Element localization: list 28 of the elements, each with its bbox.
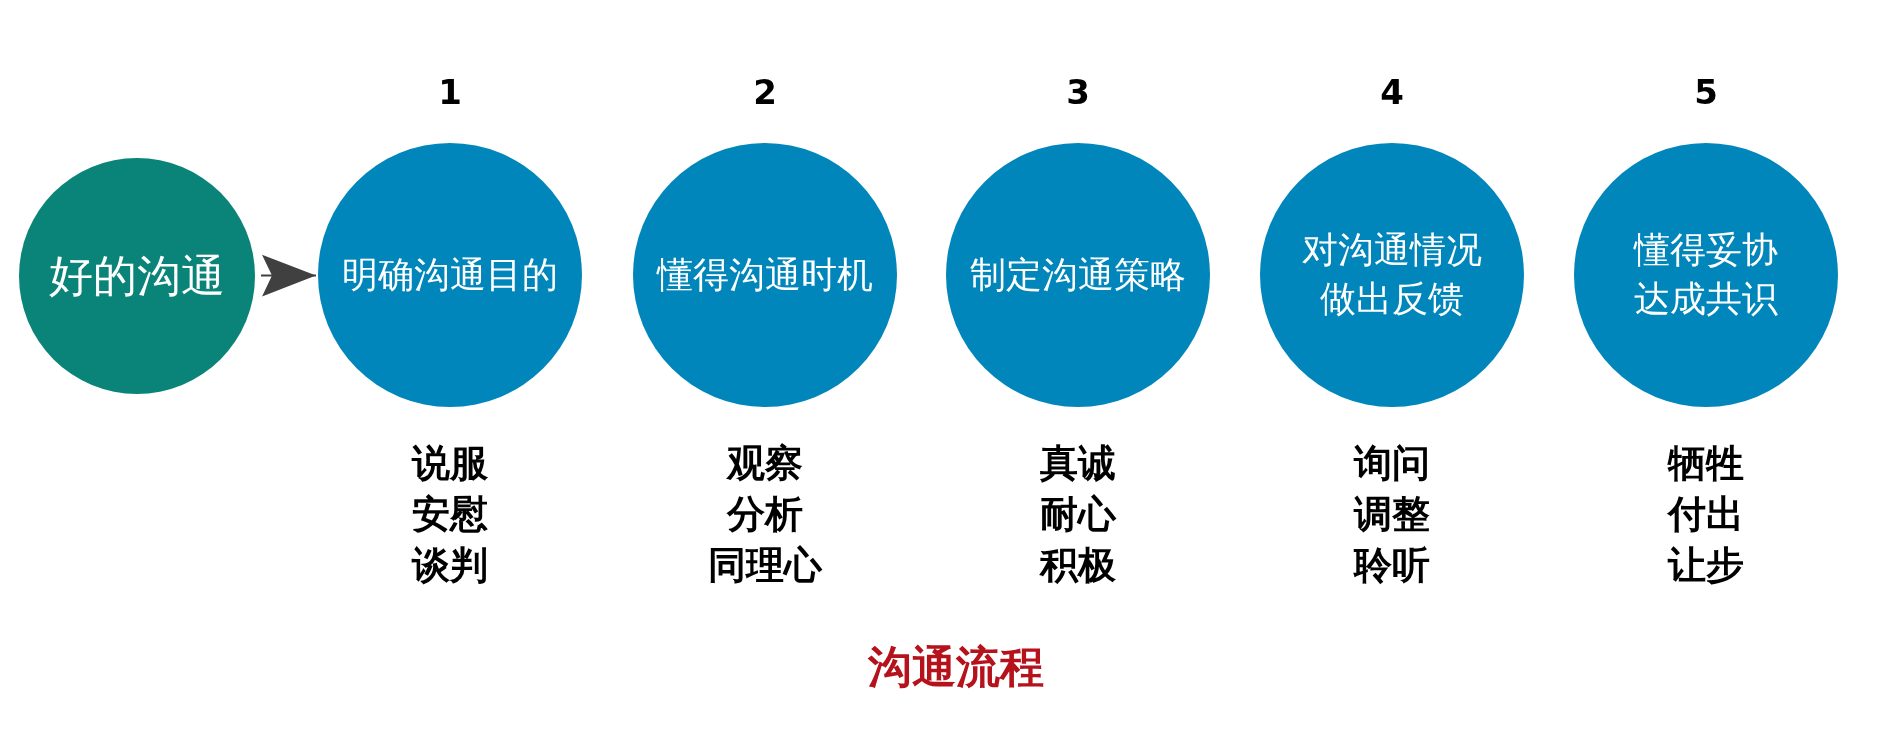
keyword-text: 说服 (412, 444, 488, 482)
step-number: 2 (753, 75, 777, 109)
step-label: 懂得妥协达成共识 (1632, 228, 1779, 321)
step-label: 明确沟通目的 (342, 252, 558, 297)
keyword-text: 观察 (727, 444, 803, 482)
keyword-text: 真诚 (1040, 444, 1116, 482)
step-label: 好的沟通 (49, 249, 225, 304)
keyword-text: 分析 (727, 495, 803, 533)
step-number: 5 (1694, 75, 1718, 109)
step-label: 制定沟通策略 (970, 252, 1186, 297)
step-number: 1 (438, 75, 462, 109)
keyword-text: 谈判 (412, 546, 488, 584)
keyword-text: 付出 (1668, 495, 1744, 533)
keyword-text: 调整 (1354, 495, 1430, 533)
step-number: 4 (1380, 75, 1404, 109)
step-label: 懂得沟通时机 (657, 252, 873, 297)
keyword-text: 同理心 (708, 546, 822, 584)
diagram-caption: 沟通流程 (868, 645, 1044, 689)
keyword-text: 安慰 (412, 495, 488, 533)
keyword-text: 询问 (1354, 444, 1430, 482)
keyword-text: 耐心 (1040, 495, 1116, 533)
keyword-text: 积极 (1040, 546, 1116, 584)
step-number: 3 (1066, 75, 1090, 109)
arrow (260, 254, 317, 297)
keyword-text: 让步 (1668, 546, 1744, 584)
keyword-text: 牺牲 (1668, 444, 1744, 482)
keyword-text: 聆听 (1354, 546, 1430, 584)
step-label: 对沟通情况做出反馈 (1301, 228, 1483, 321)
